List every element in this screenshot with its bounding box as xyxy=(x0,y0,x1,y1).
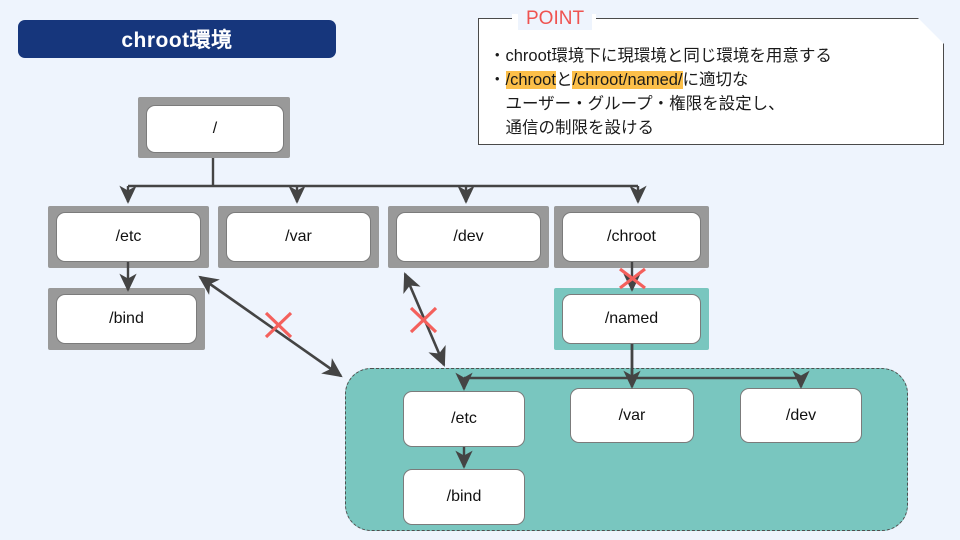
page-title: chroot環境 xyxy=(18,20,336,58)
node-chroot-bind: /bind xyxy=(403,469,525,525)
point-callout-line: 通信の制限を設ける xyxy=(489,116,935,140)
wire-host-chroot-link-1 xyxy=(198,275,343,378)
node-chroot-var: /var xyxy=(570,388,694,443)
point-callout-text: ・chroot環境下に現環境と同じ環境を用意する・/chrootと/chroot… xyxy=(489,44,935,140)
node-host-etc-label: /etc xyxy=(115,228,142,245)
node-host-bind: /bind xyxy=(56,294,197,344)
node-chroot-bind-label: /bind xyxy=(446,488,482,505)
node-chroot-etc-label: /etc xyxy=(451,410,477,427)
point-callout-line: ・/chrootと/chroot/named/に適切な xyxy=(489,68,935,92)
node-host-dev-label: /dev xyxy=(453,228,484,245)
node-named-label: /named xyxy=(604,310,659,327)
point-plain-text: ・chroot環境下に現環境と同じ環境を用意する xyxy=(489,47,832,65)
blocked-marker-chroot-named xyxy=(619,267,646,290)
node-host-var-label: /var xyxy=(285,228,312,245)
node-host-var: /var xyxy=(226,212,371,262)
point-callout-line: ・chroot環境下に現環境と同じ環境を用意する xyxy=(489,44,935,68)
point-plain-text: ・ xyxy=(489,71,506,89)
node-host-chroot: /chroot xyxy=(562,212,701,262)
node-host-dev: /dev xyxy=(396,212,541,262)
point-callout-label: POINT xyxy=(518,8,593,30)
point-callout-line: ユーザー・グループ・権限を設定し、 xyxy=(489,92,935,116)
page-title-text: chroot環境 xyxy=(121,29,233,52)
node-chroot-dev-label: /dev xyxy=(785,406,817,424)
point-plain-text: に適切な xyxy=(682,71,749,89)
node-host-bind-label: /bind xyxy=(109,310,144,327)
point-highlight-text: /chroot xyxy=(505,71,556,89)
blocked-marker-link-1 xyxy=(264,311,293,339)
point-plain-text: と xyxy=(555,71,573,89)
node-host-chroot-label: /chroot xyxy=(607,228,656,245)
node-root: / xyxy=(146,105,284,153)
point-plain-text: ユーザー・グループ・権限を設定し、 xyxy=(489,95,785,113)
node-chroot-etc: /etc xyxy=(403,391,525,447)
node-named: /named xyxy=(562,294,701,344)
node-host-etc: /etc xyxy=(56,212,201,262)
node-chroot-var-label: /var xyxy=(618,406,646,424)
point-highlight-text: /chroot/named/ xyxy=(572,71,683,89)
blocked-marker-link-2 xyxy=(409,306,438,334)
wire-host-chroot-link-2 xyxy=(403,272,446,367)
node-chroot-dev: /dev xyxy=(740,388,862,443)
wire-root-trunk xyxy=(119,158,647,204)
node-root-label: / xyxy=(212,120,218,137)
point-plain-text: 通信の制限を設ける xyxy=(489,119,655,137)
